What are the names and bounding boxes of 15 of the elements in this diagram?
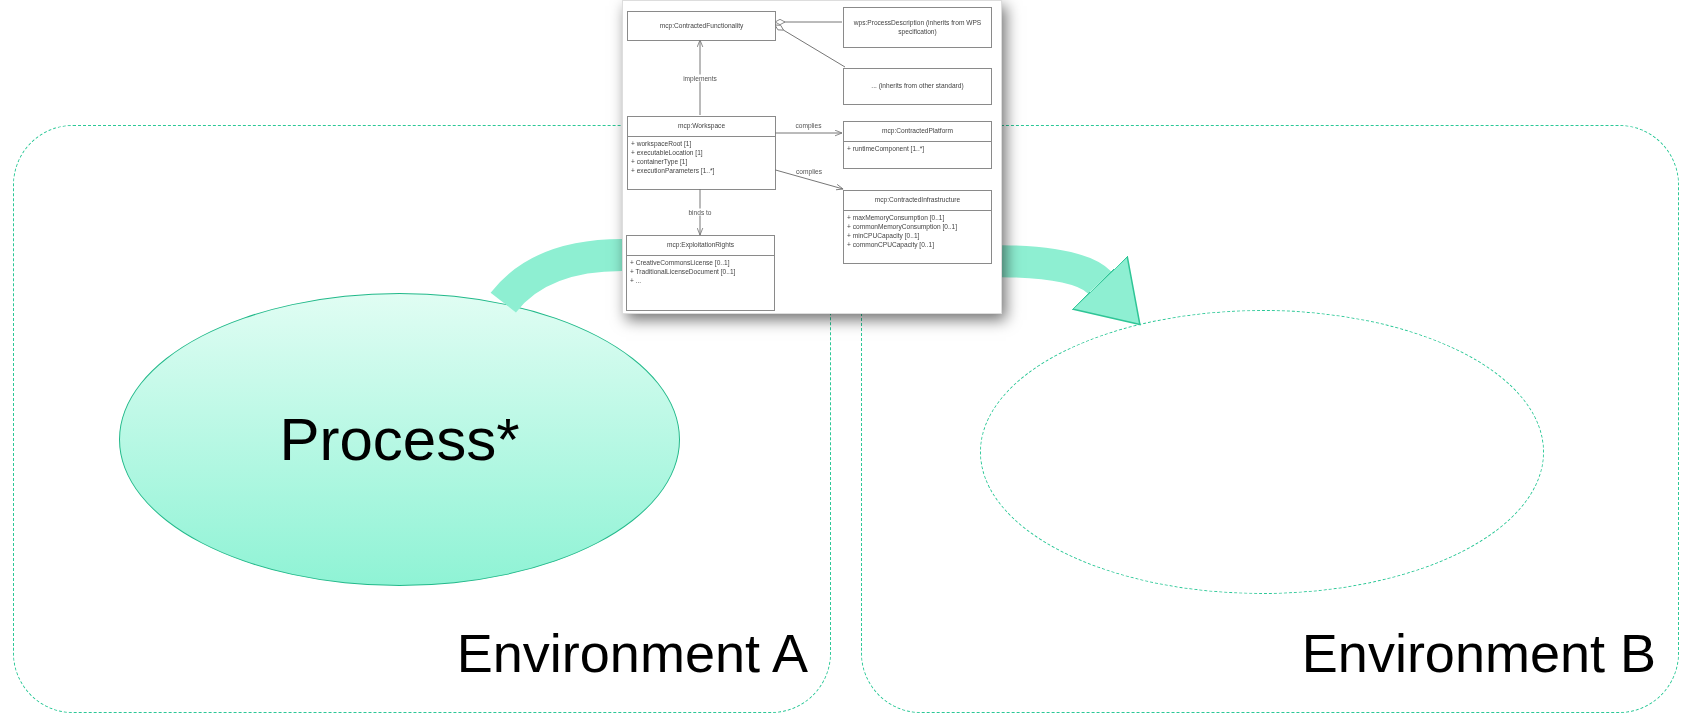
environment-label: Environment B [1301,622,1656,684]
process-label: Process* [279,405,520,474]
connector [774,24,846,68]
curved-arrow [1001,245,1144,323]
class-box [843,68,992,105]
environment-label: Environment A [456,622,808,684]
class-box [627,11,776,41]
class-box [627,116,776,190]
uml-diagram-panel [622,0,1002,314]
class-box [843,7,992,48]
class-box [626,235,775,311]
connector [774,169,844,191]
class-box [843,121,992,169]
connector [774,18,843,26]
class-box [843,190,992,264]
